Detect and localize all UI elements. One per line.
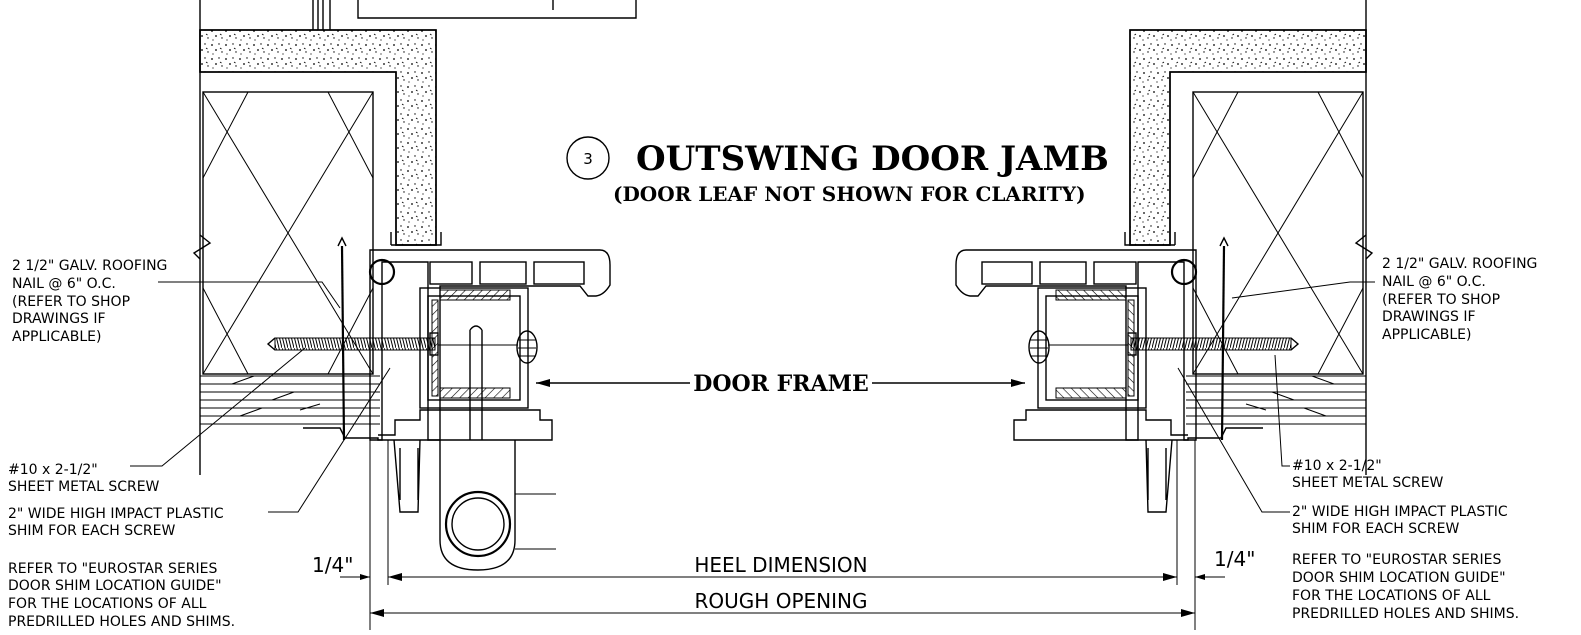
detail-subtitle: (DOOR LEAF NOT SHOWN FOR CLARITY) xyxy=(613,182,1086,206)
left-nail-note-3: (REFER TO SHOP xyxy=(12,294,130,310)
left-jamb xyxy=(192,0,637,571)
right-jamb xyxy=(955,0,1374,513)
detail-number-bubble xyxy=(566,136,610,180)
right-shim-note-1: 2" WIDE HIGH IMPACT PLASTIC xyxy=(1292,504,1508,520)
left-leaders xyxy=(130,281,391,513)
detail-title-text: OUTSWING DOOR JAMB xyxy=(636,139,1109,179)
left-notes: 2 1/2" GALV. ROOFING NAIL @ 6" O.C. (REF… xyxy=(8,258,235,630)
detail-number: 3 xyxy=(583,150,593,168)
right-nail-note-2: NAIL @ 6" O.C. xyxy=(1382,274,1486,290)
right-nail-note-3: (REFER TO SHOP xyxy=(1382,292,1500,308)
left-screw-note-2: SHEET METAL SCREW xyxy=(8,479,160,495)
left-screw-note-1: #10 x 2-1/2" xyxy=(8,462,98,478)
left-gap-label: 1/4" xyxy=(312,553,353,577)
right-notes: 2 1/2" GALV. ROOFING NAIL @ 6" O.C. (REF… xyxy=(1292,256,1537,622)
right-refer-note-2: DOOR SHIM LOCATION GUIDE" xyxy=(1292,570,1506,586)
right-leaders xyxy=(1177,281,1375,513)
detail-title: 3 OUTSWING DOOR JAMB (DOOR LEAF NOT SHOW… xyxy=(566,136,1109,206)
left-nail-note-4: DRAWINGS IF xyxy=(12,311,106,327)
left-nail-note-2: NAIL @ 6" O.C. xyxy=(12,276,116,292)
left-nail-note-1: 2 1/2" GALV. ROOFING xyxy=(12,258,167,274)
right-screw-note-1: #10 x 2-1/2" xyxy=(1292,458,1382,474)
right-nail-note-4: DRAWINGS IF xyxy=(1382,309,1476,325)
right-shim-note-2: SHIM FOR EACH SCREW xyxy=(1292,521,1459,537)
left-shim-note-2: SHIM FOR EACH SCREW xyxy=(8,523,175,539)
right-nail-note-1: 2 1/2" GALV. ROOFING xyxy=(1382,256,1537,272)
heel-dimension-label: HEEL DIMENSION xyxy=(694,553,867,577)
right-refer-note-3: FOR THE LOCATIONS OF ALL xyxy=(1292,588,1491,604)
left-refer-note-3: FOR THE LOCATIONS OF ALL xyxy=(8,596,207,612)
rough-opening-label: ROUGH OPENING xyxy=(695,589,868,613)
right-gap-label: 1/4" xyxy=(1214,547,1255,571)
door-frame-callout: DOOR FRAME xyxy=(536,371,1025,397)
left-shim-note-1: 2" WIDE HIGH IMPACT PLASTIC xyxy=(8,506,224,522)
left-refer-note-1: REFER TO "EUROSTAR SERIES xyxy=(8,561,217,577)
left-refer-note-4: PREDRILLED HOLES AND SHIMS. xyxy=(8,614,235,630)
left-refer-note-2: DOOR SHIM LOCATION GUIDE" xyxy=(8,578,222,594)
door-frame-label: DOOR FRAME xyxy=(693,371,868,397)
dimension-lines: HEEL DIMENSION ROUGH OPENING 1/4" 1/4" xyxy=(312,440,1255,630)
left-nail-note-5: APPLICABLE) xyxy=(12,329,101,345)
right-refer-note-4: PREDRILLED HOLES AND SHIMS. xyxy=(1292,606,1519,622)
right-screw-note-2: SHEET METAL SCREW xyxy=(1292,475,1444,491)
right-refer-note-1: REFER TO "EUROSTAR SERIES xyxy=(1292,552,1501,568)
right-nail-note-5: APPLICABLE) xyxy=(1382,327,1471,343)
